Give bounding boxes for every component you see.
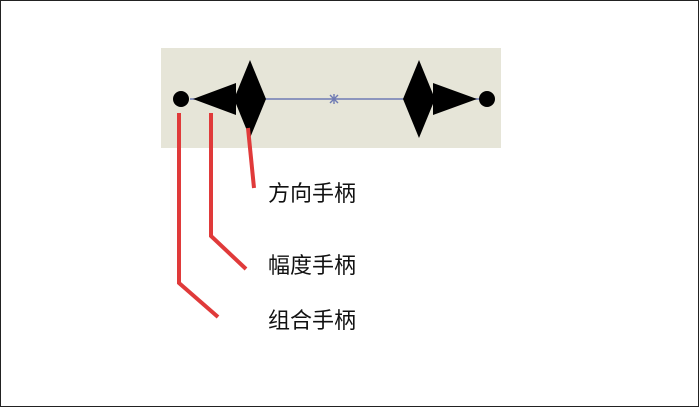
group-handle-label: 组合手柄: [268, 309, 357, 334]
left-triangle-handle-icon[interactable]: [193, 83, 236, 115]
center-star-icon: [329, 94, 339, 104]
direction-handle-label: 方向手柄: [268, 182, 357, 207]
amplitude-handle-label: 幅度手柄: [268, 254, 357, 279]
amplitude-leader-line: [209, 113, 248, 271]
right-circle-handle-icon[interactable]: [479, 91, 495, 107]
left-diamond-handle-icon[interactable]: [234, 60, 266, 138]
left-circle-handle-icon[interactable]: [173, 91, 189, 107]
right-triangle-handle-icon[interactable]: [433, 83, 477, 115]
group-leader-line: [177, 113, 220, 319]
direction-leader-line: [246, 127, 256, 189]
right-diamond-handle-icon[interactable]: [403, 60, 435, 138]
